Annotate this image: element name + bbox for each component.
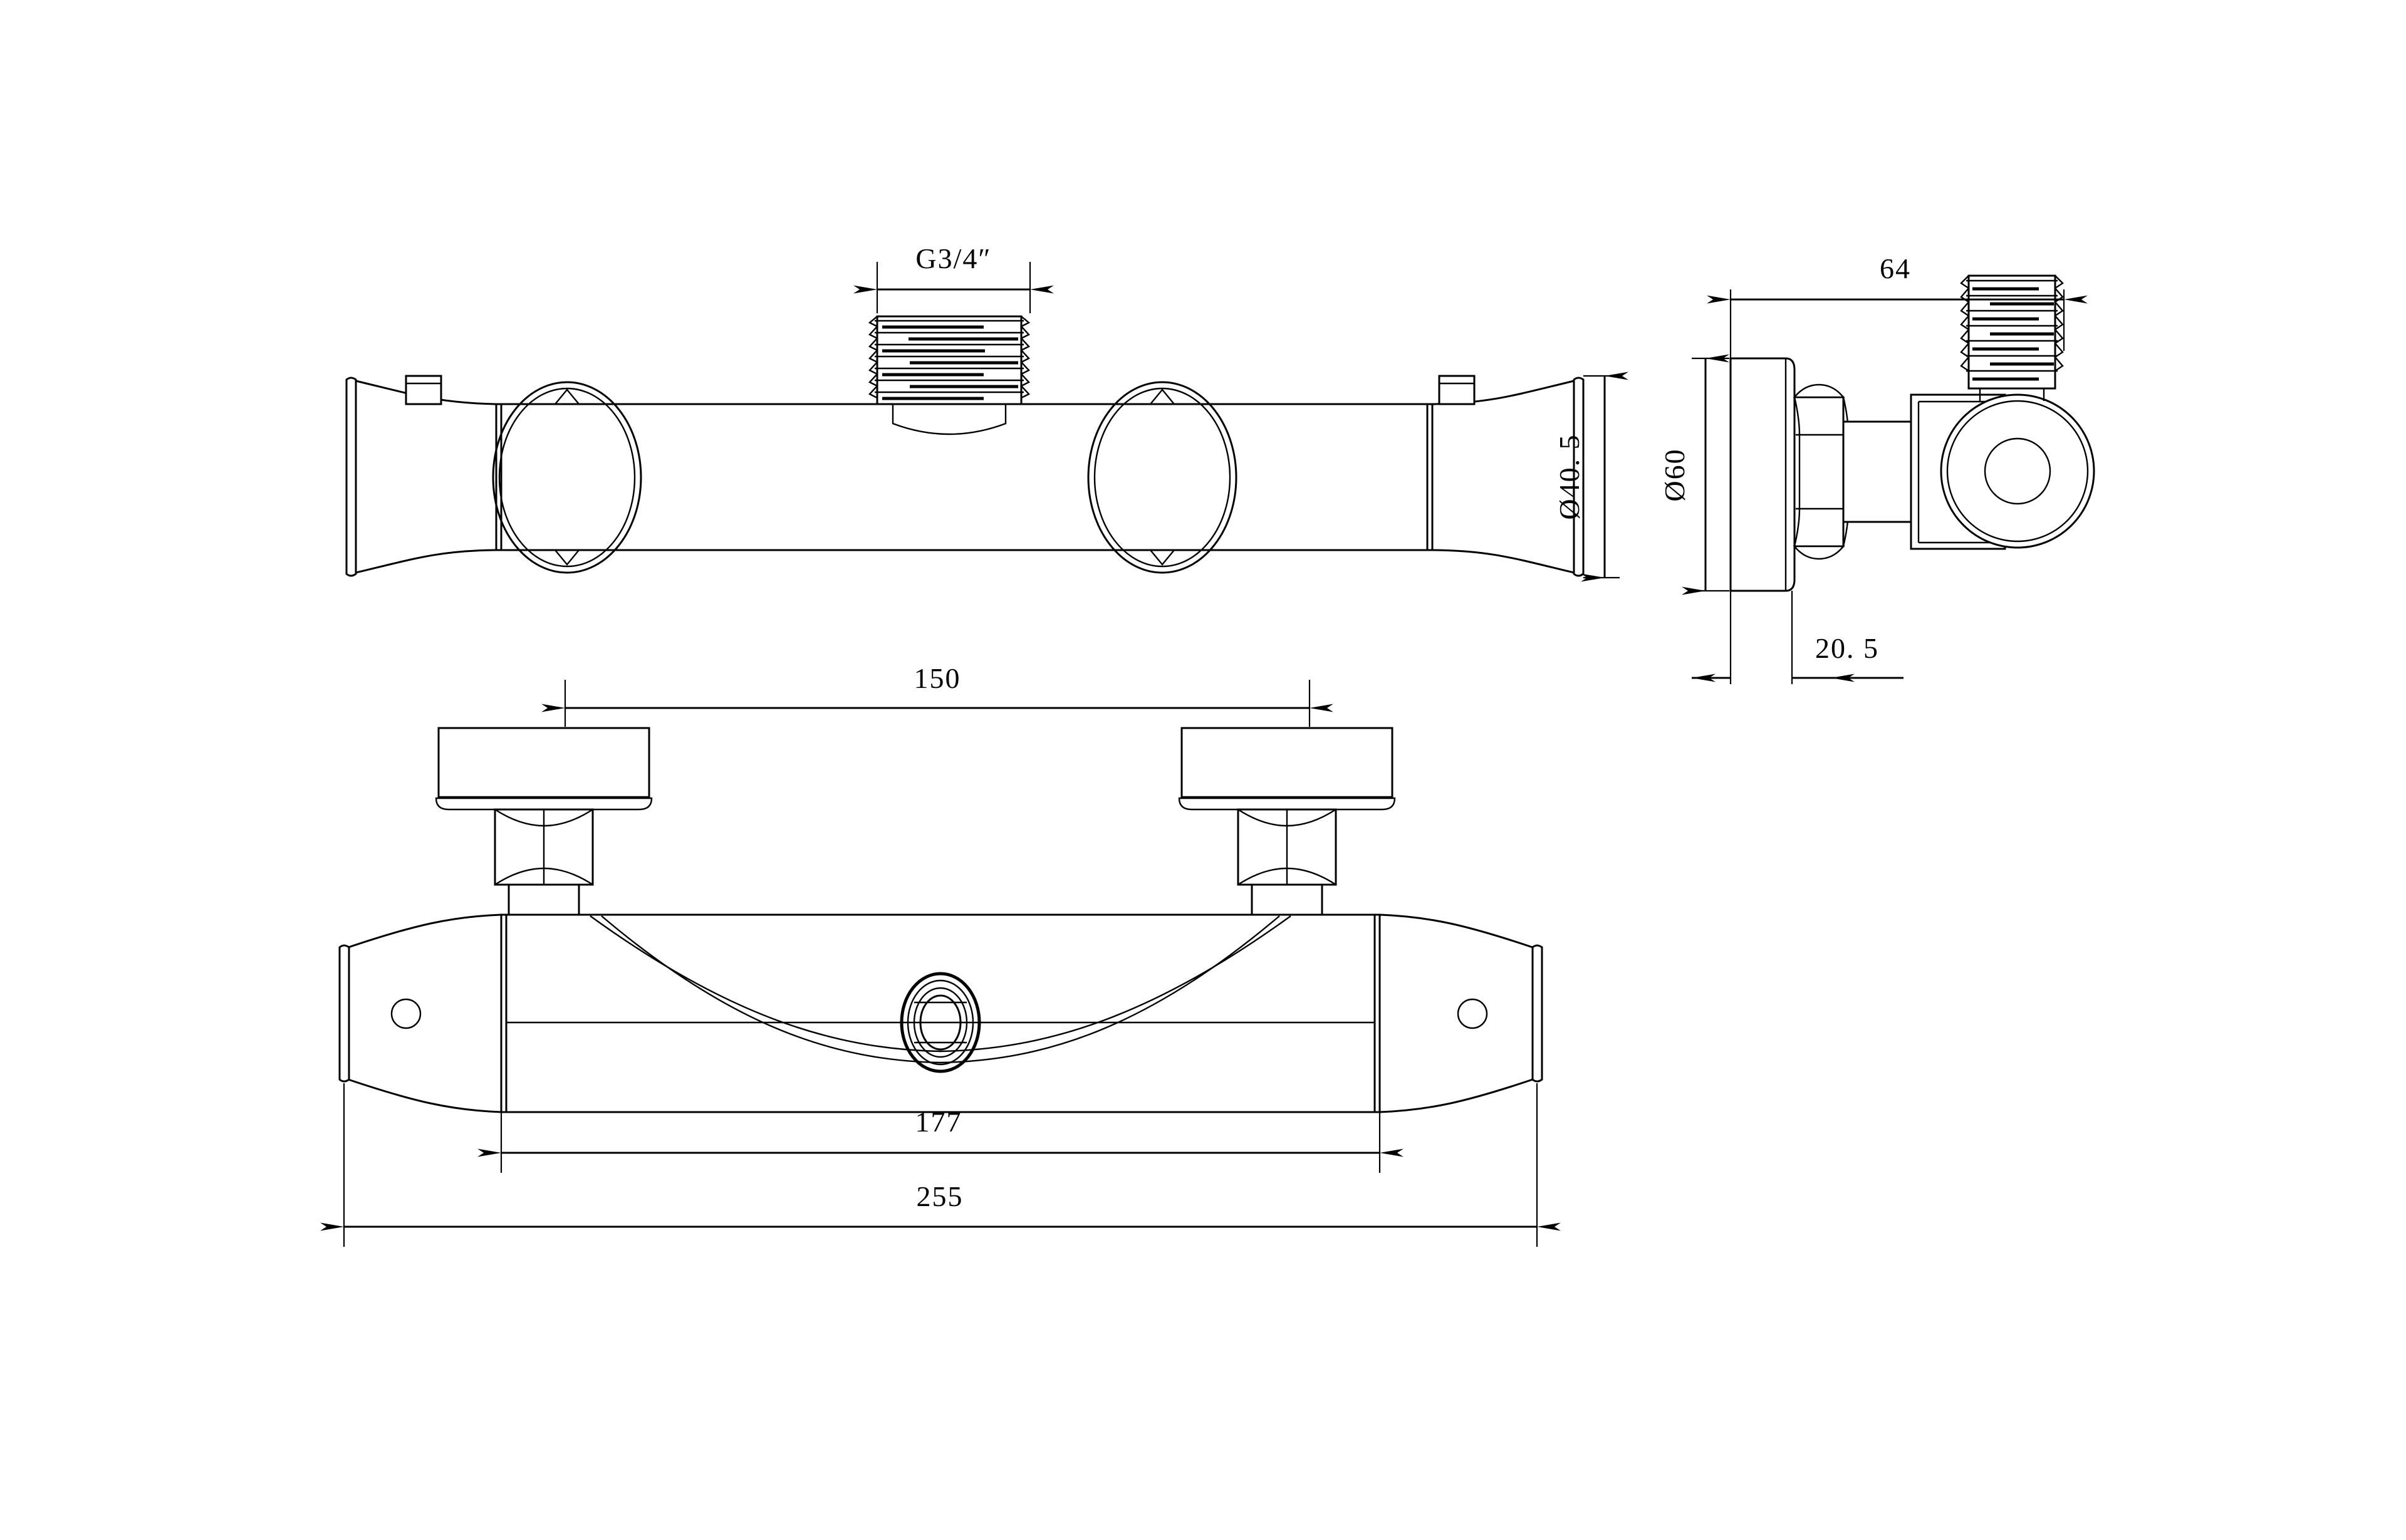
dimension-label-205: 20. 5 bbox=[1815, 632, 1879, 664]
top-view-mounting-lugs bbox=[405, 375, 1476, 405]
front-view: 150 177 255 bbox=[320, 662, 1561, 1247]
front-view-outlet-ring bbox=[900, 972, 981, 1073]
dimension-64: 64 bbox=[1707, 252, 2088, 358]
dimension-205: 20. 5 bbox=[1692, 591, 1903, 684]
front-view-body-curve bbox=[590, 915, 1291, 1064]
side-view-shank bbox=[1842, 420, 1912, 523]
dimension-255: 255 bbox=[320, 1083, 1561, 1247]
dimension-d60: Ø60 bbox=[1659, 354, 1729, 595]
side-view-handle-disc bbox=[1940, 393, 2095, 549]
side-view-hex-nut bbox=[1793, 383, 1850, 560]
top-view-body bbox=[345, 377, 1585, 577]
top-view-left-handle-ring bbox=[492, 381, 642, 574]
side-view-escutcheon-plate bbox=[1729, 357, 1796, 592]
dimension-label-d405: Ø40. 5 bbox=[1553, 434, 1585, 519]
dimension-177: 177 bbox=[477, 1106, 1404, 1173]
front-view-body bbox=[500, 913, 1381, 1113]
front-view-right-handle bbox=[1178, 727, 1396, 915]
dimension-label-g34: G3/4″ bbox=[915, 242, 991, 274]
dimension-label-177: 177 bbox=[915, 1106, 962, 1138]
dimension-d405: Ø40. 5 bbox=[1553, 372, 1628, 582]
dimension-label-255: 255 bbox=[917, 1180, 964, 1212]
dimension-label-d60: Ø60 bbox=[1659, 448, 1690, 501]
front-view-left-handle bbox=[435, 727, 653, 915]
dimension-g34: G3/4″ bbox=[853, 242, 1054, 313]
dimension-150: 150 bbox=[541, 662, 1333, 727]
side-view-threaded-outlet bbox=[1960, 274, 2064, 401]
dimension-label-150: 150 bbox=[914, 662, 961, 694]
front-view-right-flare bbox=[1379, 913, 1543, 1113]
right-side-view: 64 Ø60 20. 5 bbox=[1659, 252, 2095, 684]
dimension-label-64: 64 bbox=[1880, 252, 1911, 284]
top-view-right-handle-ring bbox=[1087, 381, 1237, 574]
front-view-left-flare bbox=[338, 913, 502, 1113]
top-view-threaded-outlet bbox=[868, 315, 1031, 435]
top-view: G3/4″ Ø40. 5 bbox=[345, 242, 1628, 582]
